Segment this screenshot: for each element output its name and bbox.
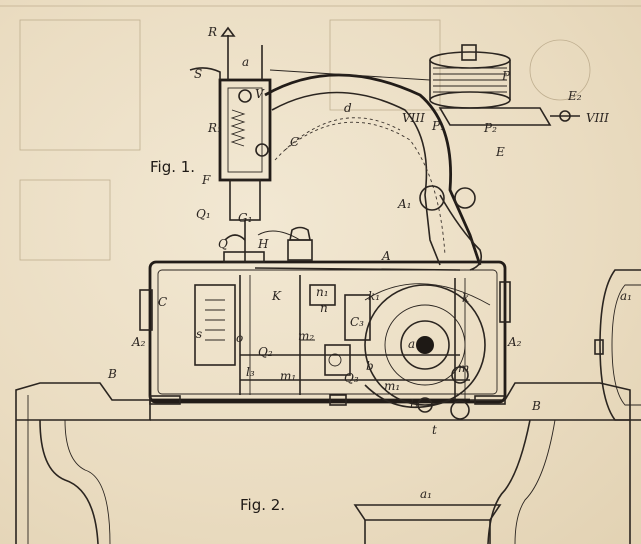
label-Q: Q — [218, 237, 228, 251]
label-A2-left: A₂ — [131, 335, 146, 349]
label-P1: P₁ — [431, 119, 445, 133]
label-n1: n₁ — [316, 285, 329, 299]
label-k: k — [462, 291, 469, 305]
label-C-box: C — [158, 295, 167, 309]
label-Q3: Q₃ — [344, 371, 359, 385]
label-VIII-right: VIII — [586, 111, 609, 125]
label-a: a — [242, 55, 249, 69]
label-k1: k₁ — [368, 289, 380, 303]
label-a1-bottom: a₁ — [420, 487, 432, 501]
label-S: S — [194, 67, 202, 81]
fig1-caption: Fig. 1. — [150, 158, 195, 176]
label-m1: m₁ — [280, 369, 296, 383]
label-P2: P₂ — [483, 121, 497, 135]
label-s: s — [196, 327, 202, 341]
machine-arm — [264, 73, 483, 271]
fig2-caption: Fig. 2. — [240, 496, 285, 514]
flywheel — [364, 283, 491, 406]
label-B-left: B — [107, 367, 117, 381]
label-G1: G₁ — [238, 211, 252, 225]
label-a1-right: a₁ — [620, 289, 632, 303]
label-l3: l₃ — [246, 365, 255, 379]
label-Q1: Q₁ — [196, 207, 211, 221]
label-H: H — [257, 237, 269, 251]
label-n: n — [320, 301, 328, 315]
label-K: K — [271, 289, 282, 303]
label-E: E — [495, 145, 505, 159]
label-t: t — [432, 423, 437, 437]
label-E2: E₂ — [567, 89, 582, 103]
label-R: R — [207, 25, 217, 39]
label-A1: A₁ — [397, 197, 411, 211]
label-l1: l₁ — [410, 397, 419, 411]
label-R1: R₁ — [207, 121, 222, 135]
label-F: F — [201, 173, 211, 187]
label-B-right: B — [531, 399, 541, 413]
side-pulley — [594, 269, 641, 421]
label-m2: m₂ — [298, 329, 314, 343]
spool-assembly — [269, 44, 580, 126]
internal-mechanism — [194, 267, 470, 420]
label-V: V — [255, 87, 265, 101]
needle-head — [189, 26, 301, 263]
machine-housing — [139, 260, 511, 406]
label-A2-right: A₂ — [507, 335, 522, 349]
label-A: A — [381, 249, 391, 263]
label-m1b: m₁ — [384, 379, 400, 393]
label-b: b — [366, 359, 374, 373]
label-o: o — [236, 331, 243, 345]
bottom-pulley — [353, 504, 502, 544]
label-Q2: Q₂ — [258, 345, 273, 359]
label-a-hub: a — [408, 337, 415, 351]
label-d: d — [344, 101, 352, 115]
label-C3: C₃ — [350, 315, 364, 329]
thread-nut — [287, 226, 313, 261]
label-m: m — [458, 361, 469, 375]
label-C: C — [290, 135, 299, 149]
label-P: P — [501, 69, 511, 83]
bleed-through-ghost — [0, 5, 641, 261]
label-VIII-left: VIII — [402, 111, 425, 125]
